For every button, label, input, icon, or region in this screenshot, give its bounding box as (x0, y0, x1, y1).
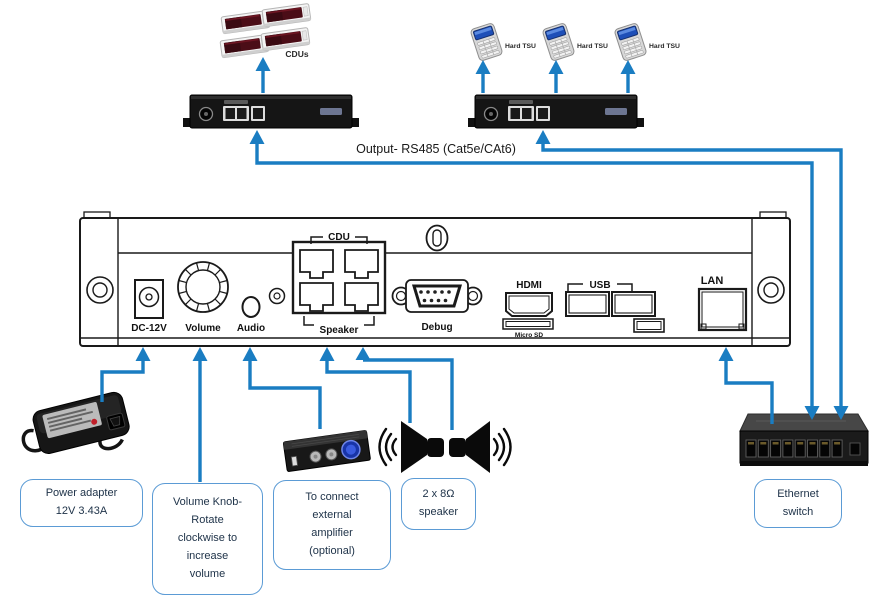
speaker-icon (378, 421, 512, 473)
volume-knob (177, 261, 229, 313)
dc-power-jack (134, 279, 164, 319)
port-label-cdu: CDU (328, 232, 350, 243)
screw-slot (425, 224, 449, 252)
cdu-speaker-port-block (291, 240, 387, 315)
hard-tsu-device (542, 23, 575, 61)
usb-port-1 (565, 291, 610, 317)
cdu-unit (219, 34, 270, 59)
cdu-cluster: CDUs (219, 3, 312, 59)
wire-rs485-left (255, 144, 814, 406)
wire-speaker-left (325, 361, 412, 423)
hard-tsu-cluster: Hard TSU Hard TSU Hard TSU (470, 23, 680, 61)
callout-amplifier-text: To connect external amplifier (optional) (305, 491, 359, 557)
screw-hole-right (757, 276, 785, 304)
amplifier-image (282, 430, 371, 472)
port-label-microsd: Micro SD (515, 332, 543, 339)
callout-power-adapter-text: Power adapter 12V 3.43A (45, 487, 118, 517)
port-label-volume: Volume (185, 323, 221, 334)
micro-sd-slot (502, 318, 554, 330)
hard-tsu-label: Hard TSU (505, 43, 536, 50)
antenna-connector (268, 287, 286, 305)
cdu-unit (260, 27, 311, 52)
cdu-bracket (310, 236, 368, 244)
rs485-converter-right (468, 94, 644, 129)
wire-speaker-right (363, 358, 454, 430)
port-label-speaker: Speaker (320, 325, 359, 336)
wire-audio (248, 361, 322, 429)
rs485-converter-left (183, 94, 359, 129)
callout-volume-knob-text: Volume Knob- Rotate clockwise to increas… (172, 496, 243, 580)
ethernet-switch-image (739, 413, 869, 466)
hard-tsu-device (470, 23, 503, 61)
aux-slot (633, 318, 665, 333)
main-device-panel: DC-12V Volume Audio CDU Speaker (79, 211, 791, 347)
usb-bracket (567, 283, 633, 291)
screw-hole-left (86, 276, 114, 304)
callout-ethernet-switch-text: Ethernet switch (777, 487, 819, 518)
switch-power-inlet (849, 442, 861, 456)
hard-tsu-device (614, 23, 647, 61)
hdmi-port (505, 292, 553, 317)
port-label-dc12v: DC-12V (131, 323, 167, 334)
callout-speakers-text: 2 x 8Ω speaker (418, 488, 459, 518)
wires (100, 57, 849, 482)
port-label-lan: LAN (701, 275, 724, 287)
hard-tsu-label: Hard TSU (577, 43, 608, 50)
usb-port-2 (611, 291, 656, 317)
callout-volume-knob: Volume Knob- Rotate clockwise to increas… (152, 483, 263, 595)
port-label-audio: Audio (237, 323, 265, 334)
speaker-bracket (303, 316, 375, 326)
wire-rs485-right (541, 144, 843, 406)
rs485-output-label: Output- RS485 (Cat5e/CAt6) (356, 142, 516, 156)
cdu-unit (220, 10, 271, 35)
callout-speakers: 2 x 8Ω speaker (401, 478, 476, 530)
callout-amplifier: To connect external amplifier (optional) (273, 480, 391, 570)
port-label-usb: USB (589, 280, 610, 291)
cdu-unit (261, 3, 312, 28)
debug-serial-port (391, 279, 483, 313)
callout-ethernet-switch: Ethernet switch (754, 479, 842, 528)
audio-jack (241, 296, 261, 318)
wire-lan (724, 361, 774, 424)
brand-mark (320, 108, 342, 115)
cdus-label: CDUs (285, 49, 308, 59)
power-adapter-image (21, 391, 130, 455)
lan-port (697, 287, 748, 332)
switch-ports (745, 439, 861, 458)
callout-power-adapter: Power adapter 12V 3.43A (20, 479, 143, 527)
brand-mark (605, 108, 627, 115)
wire-dc (100, 361, 145, 402)
port-label-debug: Debug (421, 322, 452, 333)
hard-tsu-label: Hard TSU (649, 43, 680, 50)
port-label-hdmi: HDMI (516, 280, 542, 291)
